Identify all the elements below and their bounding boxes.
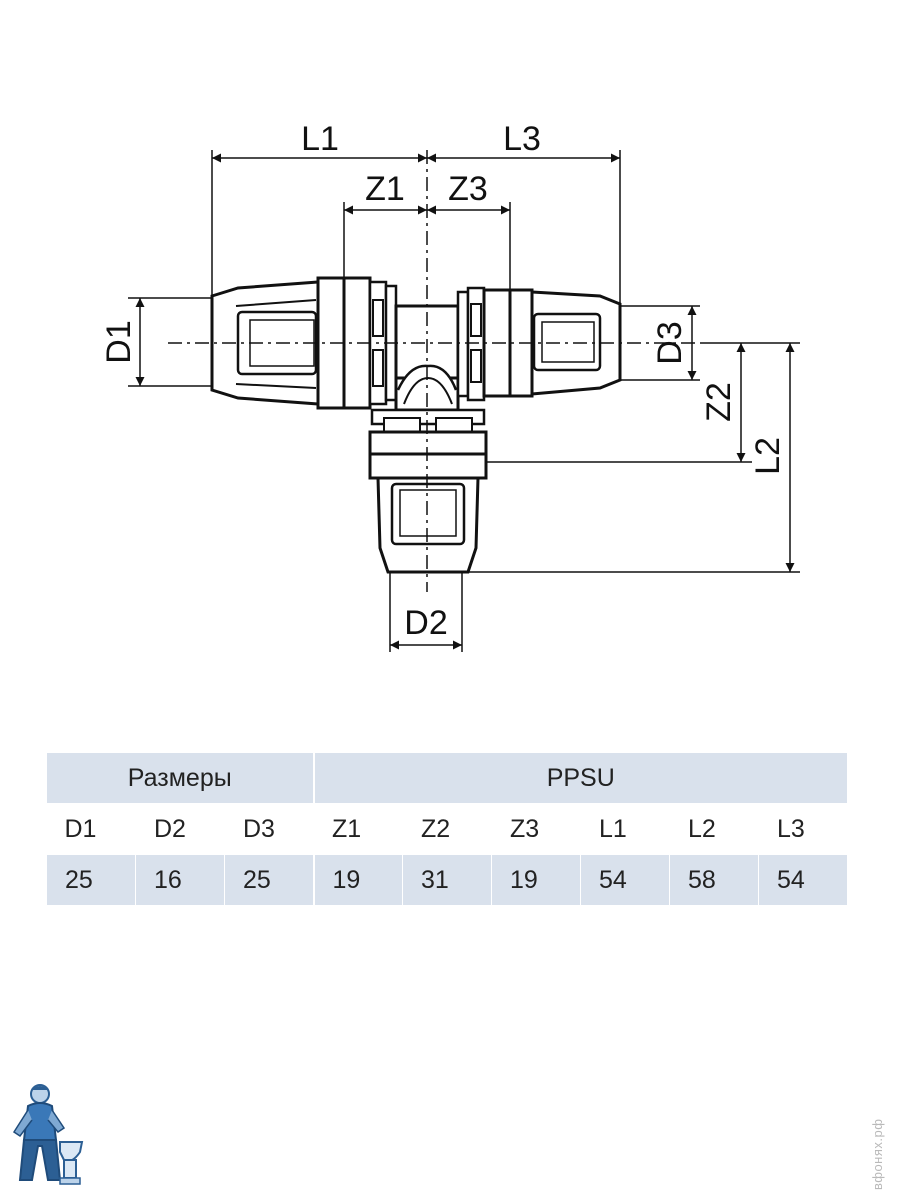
label-Z3: Z3 bbox=[448, 170, 488, 208]
label-D3: D3 bbox=[651, 321, 689, 364]
column-label: L2 bbox=[669, 803, 759, 855]
label-L3: L3 bbox=[503, 120, 541, 158]
table-row: 25 16 25 19 31 19 54 58 54 bbox=[46, 854, 848, 906]
center-lines bbox=[168, 150, 700, 592]
dimension-labels: L1 L3 Z1 Z3 D2 D1 D3 Z2 L2 bbox=[100, 120, 787, 642]
column-label: D1 bbox=[46, 803, 136, 855]
dimension-lines bbox=[135, 153, 795, 650]
label-D1: D1 bbox=[100, 320, 138, 363]
dimensions-table: Размеры PPSU D1 D2 D3 Z1 Z2 Z3 L1 L2 L3 … bbox=[46, 752, 848, 906]
table-cell: 19 bbox=[491, 854, 581, 906]
extension-lines bbox=[128, 150, 800, 652]
table-cell: 31 bbox=[402, 854, 492, 906]
table-cell: 58 bbox=[669, 854, 759, 906]
table-cell: 25 bbox=[46, 854, 136, 906]
table-column-labels-row: D1 D2 D3 Z1 Z2 Z3 L1 L2 L3 bbox=[46, 803, 848, 855]
label-L2: L2 bbox=[749, 437, 787, 475]
bottom-collar bbox=[368, 430, 488, 456]
table-cell: 54 bbox=[758, 854, 848, 906]
plumber-mascot-icon bbox=[12, 1084, 84, 1185]
label-D2: D2 bbox=[404, 604, 447, 642]
label-Z2: Z2 bbox=[700, 382, 738, 422]
site-watermark: вфонях.рф bbox=[870, 1118, 885, 1190]
column-label: Z1 bbox=[313, 803, 403, 855]
column-label: D3 bbox=[224, 803, 314, 855]
table-cell: 16 bbox=[135, 854, 225, 906]
tee-fitting-drawing: L1 L3 Z1 Z3 D2 D1 D3 Z2 L2 bbox=[100, 120, 800, 652]
group-header-sizes: Размеры bbox=[46, 752, 314, 804]
column-label: Z2 bbox=[402, 803, 492, 855]
table-cell: 54 bbox=[580, 854, 670, 906]
group-header-material: PPSU bbox=[312, 752, 848, 804]
column-label: L1 bbox=[580, 803, 670, 855]
label-L1: L1 bbox=[301, 120, 339, 158]
column-label: D2 bbox=[135, 803, 225, 855]
tee-fitting-body bbox=[210, 276, 622, 574]
table-cell: 25 bbox=[224, 854, 314, 906]
column-label: Z3 bbox=[491, 803, 581, 855]
table-cell: 19 bbox=[312, 854, 403, 906]
column-label: L3 bbox=[758, 803, 848, 855]
table-group-header-row: Размеры PPSU bbox=[46, 752, 848, 804]
label-Z1: Z1 bbox=[365, 170, 405, 208]
